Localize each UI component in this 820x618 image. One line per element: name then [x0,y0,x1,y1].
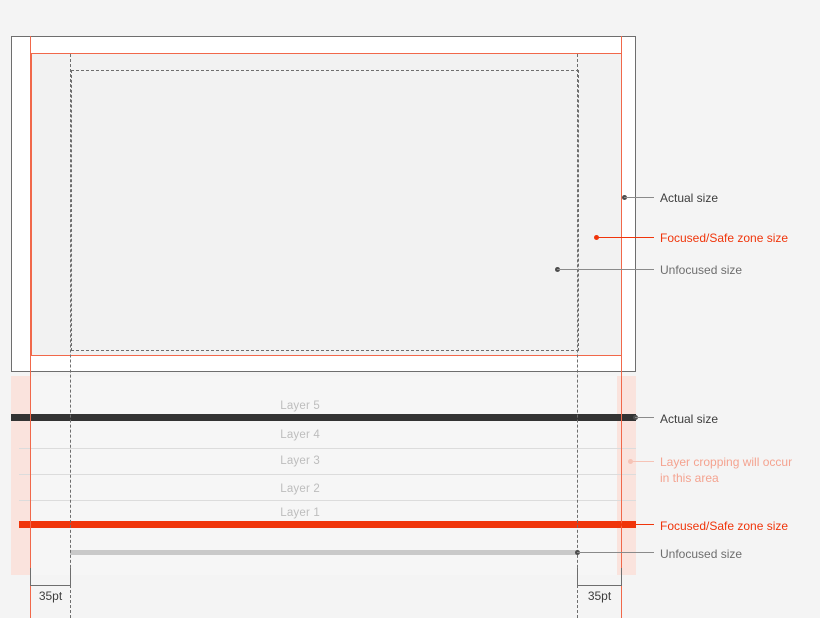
lower-bar-safe-zone [19,521,636,528]
layer-label-5: Layer 5 [280,400,320,412]
leader-line-upper-unfocused [557,269,654,270]
layer-separator-rule [19,500,636,501]
callout-upper-safe-zone: Focused/Safe zone size [660,231,789,245]
leader-line-upper-safe-zone [596,237,654,238]
crop-area-band-left [11,376,30,575]
layer-label-1: Layer 1 [280,507,320,519]
dimension-bracket-left [30,568,71,586]
callout-lower-unfocused: Unfocused size [660,547,743,561]
guide-line-unfocused-left [70,54,71,618]
layer-label-4: Layer 4 [280,429,320,441]
lower-bar-actual-size [11,414,636,421]
callout-lower-actual-size: Actual size [660,412,719,426]
leader-line-lower-safe-zone [623,524,654,525]
callout-layer-cropping: Layer cropping will occur in this area [660,455,793,485]
callout-upper-unfocused: Unfocused size [660,263,743,277]
lower-bar-unfocused-size [70,550,578,555]
leader-line-lower-unfocused [577,552,654,553]
callout-lower-safe-zone: Focused/Safe zone size [660,519,789,533]
dimension-label-left: 35pt [38,589,63,603]
dimension-bracket-right [577,568,622,586]
upper-panel-unfocused-fill [31,53,622,356]
leader-line-layer-cropping [630,461,654,462]
guide-line-safe-zone-left [30,36,31,618]
leader-line-upper-actual-size [624,197,654,198]
layer-separator-rule [19,474,636,475]
dimension-label-right: 35pt [587,589,612,603]
lower-panel-layer-stack [11,376,636,575]
callout-upper-actual-size: Actual size [660,191,719,205]
guide-line-safe-zone-right [621,36,622,618]
leader-line-lower-actual-size [635,417,654,418]
layer-separator-rule [19,448,636,449]
upper-panel-unfocused-dashed-rect [71,70,579,351]
layer-label-3: Layer 3 [280,455,320,467]
layer-label-2: Layer 2 [280,483,320,495]
guide-line-unfocused-right [577,54,578,618]
crop-area-band-right [617,376,636,575]
